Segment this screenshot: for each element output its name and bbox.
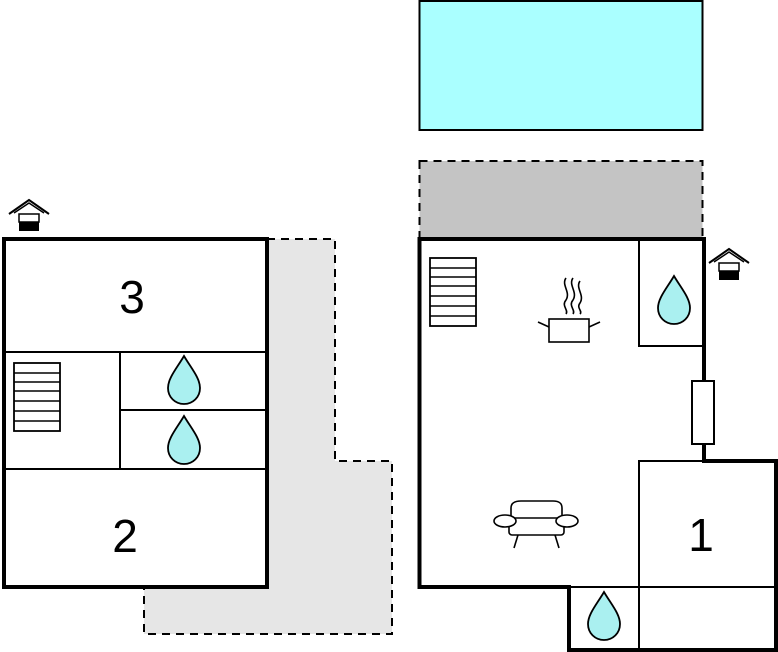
room-label-1: 1: [688, 509, 714, 561]
sofa-icon: [493, 500, 579, 549]
room-label-3: 3: [119, 271, 145, 323]
terrace-covered: [418, 160, 704, 240]
door: [691, 380, 715, 445]
house-entrance-icon: [8, 199, 50, 232]
house-entrance-icon: [708, 248, 750, 281]
stairs-icon: [13, 362, 61, 432]
cooking-pot-icon: [537, 277, 601, 343]
right-building: [417, 237, 778, 652]
room-label-2: 2: [112, 510, 138, 562]
pool: [418, 0, 704, 131]
stairs-icon: [429, 257, 477, 327]
